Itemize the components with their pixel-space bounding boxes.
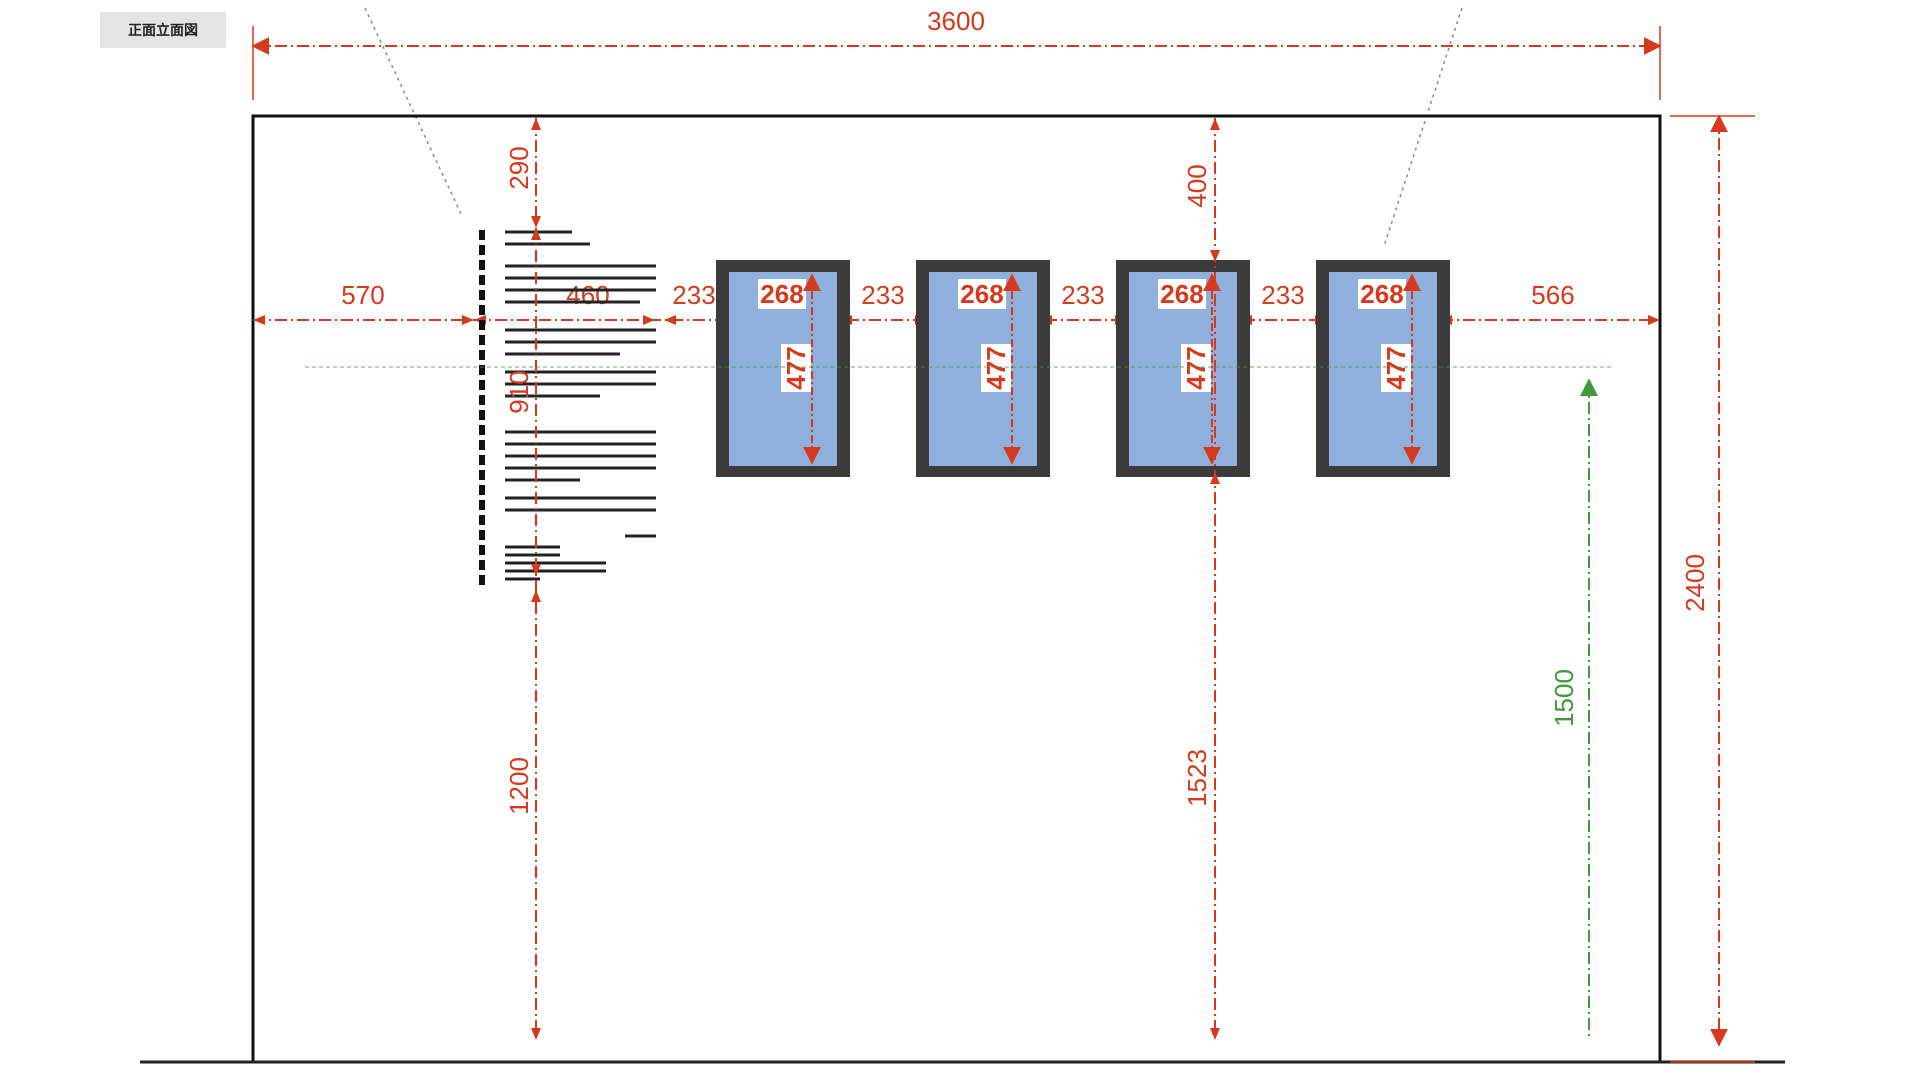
dim-frame-2-width: 268	[960, 279, 1003, 309]
dim-gap-4: 233	[1261, 280, 1304, 310]
leader-line-left	[364, 7, 463, 217]
dim-total-width: 3600	[927, 6, 985, 36]
drawing-tag: 正面立面図	[100, 12, 226, 48]
dim-frame-top: 400	[1182, 164, 1212, 207]
dim-text-panel-width: 460	[566, 280, 609, 310]
dim-text-panel-height: 910	[504, 370, 534, 413]
dim-eye-level: 1500	[1549, 669, 1579, 727]
dim-text-bottom: 1200	[504, 757, 534, 815]
frame-2-height-label-bg	[981, 344, 1011, 392]
dim-frame-2-height: 477	[981, 346, 1011, 389]
dim-right-margin: 566	[1531, 280, 1574, 310]
dim-frame-3-height: 477	[1181, 346, 1211, 389]
dim-frame-bottom: 1523	[1182, 749, 1212, 807]
dim-gap-3: 233	[1061, 280, 1104, 310]
dim-frame-3-width: 268	[1160, 279, 1203, 309]
frame-1-height-label-bg	[781, 344, 811, 392]
dim-frame-1-width: 268	[760, 279, 803, 309]
dim-total-height: 2400	[1680, 554, 1710, 612]
leader-line-right	[1383, 7, 1463, 247]
dim-frame-4-height: 477	[1381, 346, 1411, 389]
frame-4-width-label-bg	[1358, 279, 1406, 309]
frame-vertical-arrowheads	[1210, 118, 1220, 1040]
frame-3-height-label-bg	[1181, 344, 1211, 392]
wall-outline	[251, 114, 1662, 1064]
frame-2-width-label-bg	[958, 279, 1006, 309]
dim-left-margin: 570	[341, 280, 384, 310]
dim-text-top: 290	[504, 146, 534, 189]
dim-frame-4-width: 268	[1360, 279, 1403, 309]
caption-body-lines	[505, 230, 656, 581]
frame-3-width-label-bg	[1158, 279, 1206, 309]
frame-height-lines	[803, 273, 1421, 465]
caption-panel	[479, 230, 656, 585]
dim-gap-1: 233	[672, 280, 715, 310]
frame-1-width-label-bg	[758, 279, 806, 309]
dim-gap-2: 233	[861, 280, 904, 310]
dim-frame-1-height: 477	[781, 346, 811, 389]
frame-4-height-label-bg	[1381, 344, 1411, 392]
